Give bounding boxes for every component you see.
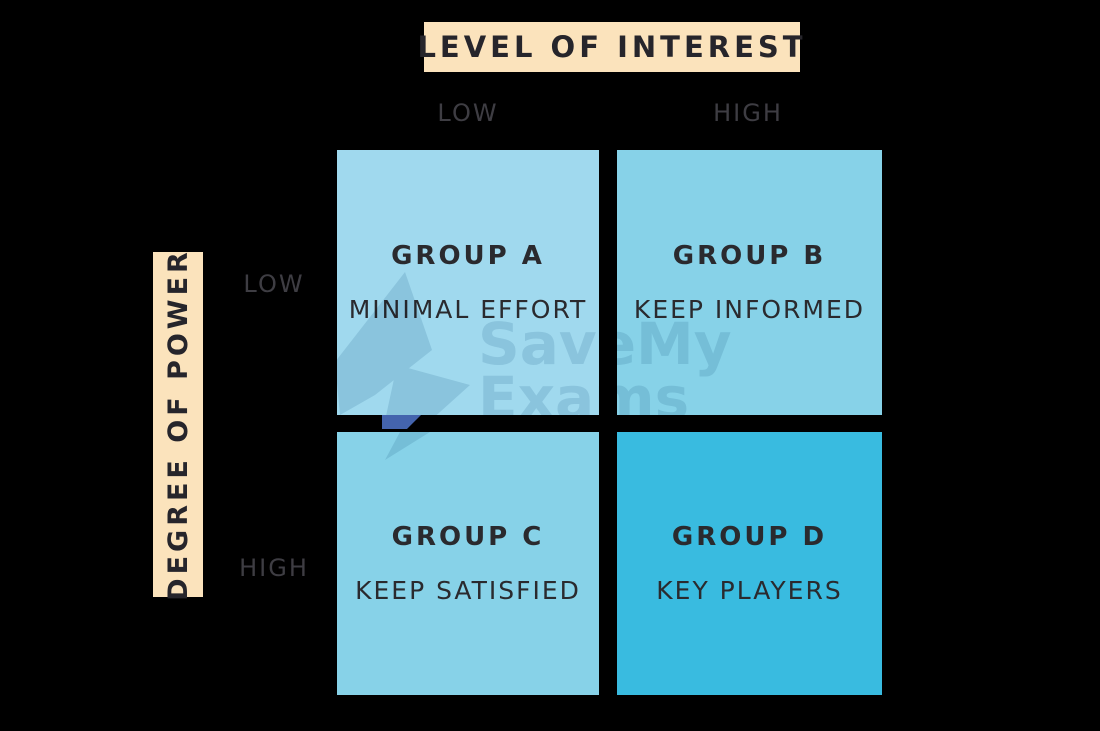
lightning-bolt-fragment [382,415,421,429]
group-c-title: GROUP C [391,522,545,552]
quadrant-group-d: GROUP D KEY PLAYERS [617,432,882,695]
group-d-title: GROUP D [671,522,828,552]
y-axis-low-label: LOW [243,270,305,298]
group-a-strategy: MINIMAL EFFORT [348,295,588,324]
x-axis-high-label: HIGH [713,99,783,127]
x-axis-title: LEVEL OF INTEREST [417,30,807,64]
x-axis-title-box: LEVEL OF INTEREST [417,22,803,72]
group-a-title: GROUP A [391,241,545,271]
group-c-strategy: KEEP SATISFIED [355,576,581,605]
quadrant-group-b: GROUP B KEEP INFORMED [617,150,882,415]
group-d-strategy: KEY PLAYERS [656,576,843,605]
group-b-title: GROUP B [672,241,827,271]
quadrant-group-c: GROUP C KEEP SATISFIED [337,432,599,695]
y-axis-title: DEGREE OF POWER [162,248,194,601]
quadrant-group-a: GROUP A MINIMAL EFFORT [337,150,599,415]
x-axis-low-label: LOW [437,99,499,127]
y-axis-high-label: HIGH [239,554,309,582]
group-b-strategy: KEEP INFORMED [633,295,866,324]
y-axis-title-box: DEGREE OF POWER [153,248,203,601]
